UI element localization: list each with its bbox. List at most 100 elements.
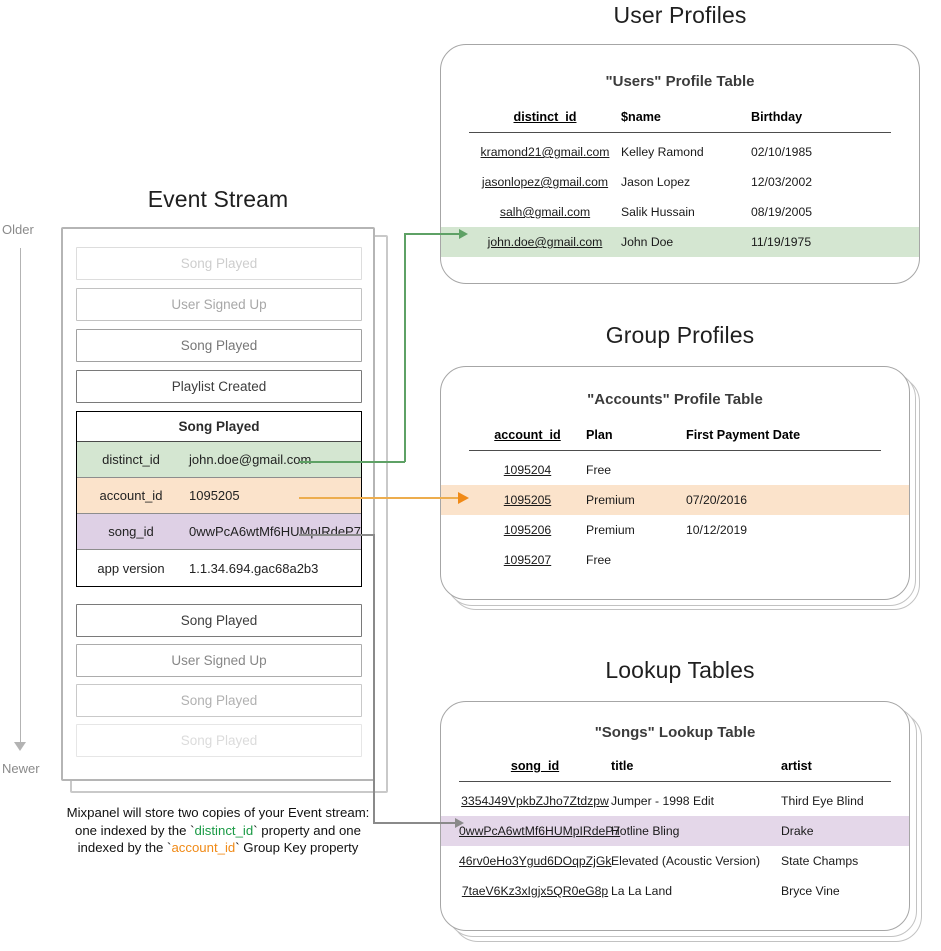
property-key: account_id — [99, 488, 163, 503]
event-card-label: Song Played — [180, 693, 258, 708]
event-card-label: Playlist Created — [171, 379, 267, 394]
event-card-label: Song Played — [180, 733, 258, 748]
property-value: 1095205 — [189, 488, 240, 503]
arrowhead-icon — [455, 818, 464, 828]
timeline-older-label: Older — [2, 222, 34, 237]
table-row-highlighted[interactable]: john.doe@gmail.com John Doe 11/19/1975 — [441, 227, 919, 257]
cell-plan: Free — [586, 463, 612, 477]
table-row-highlighted[interactable]: 0wwPcA6wtMf6HUMpIRdeP7 Hotline Bling Dra… — [441, 816, 909, 846]
cell-account-id: 1095205 — [503, 493, 552, 507]
table-row[interactable]: 1095207 Free — [441, 545, 909, 575]
table-row-highlighted[interactable]: 1095205 Premium 07/20/2016 — [441, 485, 909, 515]
event-property-row-account-id[interactable]: account_id 1095205 — [77, 478, 361, 514]
table-row[interactable]: 7taeV6Kz3xIgjx5QR0eG8p La La Land Bryce … — [441, 876, 909, 906]
table-row[interactable]: jasonlopez@gmail.com Jason Lopez 12/03/2… — [441, 167, 919, 197]
cell-distinct-id: jasonlopez@gmail.com — [481, 175, 609, 189]
cell-plan: Premium — [586, 493, 635, 507]
group-profiles-title: Group Profiles — [605, 322, 755, 348]
table-row[interactable]: 46rv0eHo3Ygud6DOqpZjGk Elevated (Acousti… — [441, 846, 909, 876]
cell-distinct-id: kramond21@gmail.com — [480, 145, 610, 159]
user-profiles-title: User Profiles — [613, 2, 747, 28]
cell-title: Hotline Bling — [611, 824, 680, 838]
cell-artist: Third Eye Blind — [781, 794, 864, 808]
caption-token-distinct-id: distinct_id — [194, 822, 254, 838]
timeline-arrow-icon — [14, 742, 26, 751]
column-header-plan: Plan — [586, 428, 613, 442]
accounts-profile-card: "Accounts" Profile Table account_id Plan… — [440, 366, 910, 600]
event-property-row-app-version[interactable]: app version 1.1.34.694.gac68a2b3 — [77, 550, 361, 586]
event-property-row-song-id[interactable]: song_id 0wwPcA6wtMf6HUMpIRdeP7 — [77, 514, 361, 550]
event-stream-caption: Mixpanel will store two copies of your E… — [38, 804, 398, 857]
table-row[interactable]: 1095206 Premium 10/12/2019 — [441, 515, 909, 545]
cell-name: John Doe — [621, 235, 674, 249]
arrowhead-icon — [458, 492, 469, 504]
cell-title: La La Land — [611, 884, 672, 898]
caption-line-1: Mixpanel will store two copies of your E… — [66, 805, 370, 820]
event-property-row-distinct-id[interactable]: distinct_id john.doe@gmail.com — [77, 442, 361, 478]
songs-table: song_id title artist 3354J49VpkbZJho7Ztd… — [441, 754, 909, 906]
users-table-title: "Users" Profile Table — [605, 73, 755, 90]
cell-first-payment-date: 07/20/2016 — [686, 493, 747, 507]
timeline-axis — [20, 248, 21, 748]
caption-text: ` property and one — [253, 822, 361, 838]
cell-birthday: 11/19/1975 — [751, 235, 812, 249]
cell-name: Salik Hussain — [621, 205, 695, 219]
cell-plan: Free — [586, 553, 612, 567]
event-card-label: User Signed Up — [171, 297, 267, 312]
header-divider — [459, 781, 891, 782]
event-card-label: Song Played — [180, 338, 258, 353]
cell-birthday: 08/19/2005 — [751, 205, 812, 219]
caption-text: indexed by the ` — [77, 840, 172, 855]
caption-line-3: indexed by the `account_id` Group Key pr… — [38, 839, 398, 857]
event-card[interactable]: User Signed Up — [76, 644, 362, 677]
cell-name: Kelley Ramond — [621, 145, 704, 159]
table-row[interactable]: salh@gmail.com Salik Hussain 08/19/2005 — [441, 197, 919, 227]
event-card[interactable]: Song Played — [76, 604, 362, 637]
header-divider — [469, 132, 891, 133]
event-card[interactable]: Song Played — [76, 329, 362, 362]
column-header-distinct-id: distinct_id — [513, 110, 577, 124]
cell-song-id: 7taeV6Kz3xIgjx5QR0eG8p — [461, 884, 609, 898]
accounts-table: account_id Plan First Payment Date 10952… — [441, 423, 909, 575]
cell-title: Jumper - 1998 Edit — [611, 794, 714, 808]
accounts-table-title: "Accounts" Profile Table — [587, 391, 763, 408]
caption-text: ` Group Key property — [235, 840, 359, 855]
column-header-artist: artist — [781, 759, 812, 773]
event-card[interactable]: Song Played — [76, 684, 362, 717]
header-divider — [469, 450, 881, 451]
table-header-row: song_id title artist — [441, 754, 909, 778]
event-card[interactable]: Song Played — [76, 247, 362, 280]
cell-song-id: 0wwPcA6wtMf6HUMpIRdeP7 — [459, 824, 621, 838]
event-card-label: Song Played — [180, 256, 258, 271]
event-stream-title: Event Stream — [147, 186, 289, 212]
focused-event-card[interactable]: Song Played distinct_id john.doe@gmail.c… — [76, 411, 362, 587]
table-row[interactable]: 1095204 Free — [441, 455, 909, 485]
caption-text: one indexed by the ` — [75, 822, 195, 838]
event-card[interactable]: Song Played — [76, 724, 362, 757]
column-header-birthday: Birthday — [751, 110, 803, 124]
users-profile-card: "Users" Profile Table distinct_id $name … — [440, 44, 920, 284]
table-row[interactable]: kramond21@gmail.com Kelley Ramond 02/10/… — [441, 137, 919, 167]
cell-first-payment-date: 10/12/2019 — [686, 523, 747, 537]
event-card[interactable]: User Signed Up — [76, 288, 362, 321]
event-card-label: User Signed Up — [171, 653, 267, 668]
cell-song-id: 3354J49VpkbZJho7Ztdzpw — [461, 794, 609, 808]
cell-title: Elevated (Acoustic Version) — [611, 854, 761, 868]
cell-plan: Premium — [586, 523, 635, 537]
property-key: song_id — [108, 524, 154, 539]
property-value: 0wwPcA6wtMf6HUMpIRdeP7 — [189, 524, 361, 539]
cell-distinct-id: john.doe@gmail.com — [487, 235, 603, 249]
event-card[interactable]: Playlist Created — [76, 370, 362, 403]
property-value: 1.1.34.694.gac68a2b3 — [189, 560, 319, 576]
column-header-song-id: song_id — [510, 759, 560, 773]
lookup-tables-title: Lookup Tables — [605, 657, 755, 683]
table-row[interactable]: 3354J49VpkbZJho7Ztdzpw Jumper - 1998 Edi… — [441, 786, 909, 816]
songs-lookup-card: "Songs" Lookup Table song_id title artis… — [440, 701, 910, 931]
column-header-first-payment-date: First Payment Date — [686, 428, 801, 442]
property-key: distinct_id — [102, 452, 160, 467]
column-header-account-id: account_id — [494, 428, 561, 442]
focused-event-title: Song Played — [77, 412, 361, 442]
cell-birthday: 02/10/1985 — [751, 145, 812, 159]
cell-artist: Drake — [781, 824, 814, 838]
users-table: distinct_id $name Birthday kramond21@gma… — [441, 105, 919, 257]
